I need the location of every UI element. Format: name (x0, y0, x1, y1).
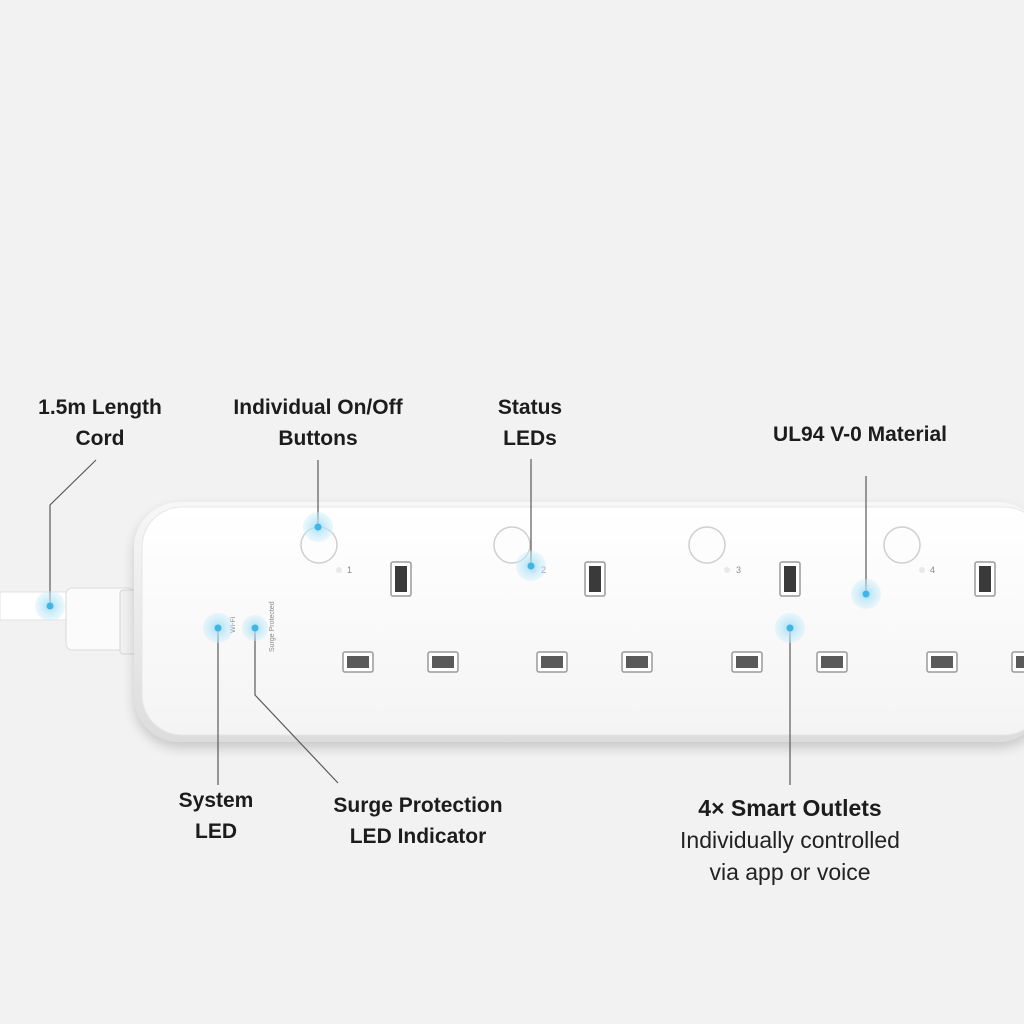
callout-outlets-line2: via app or voice (709, 859, 871, 885)
callout-surge-line1: Surge Protection (333, 794, 503, 817)
callout-cord-line2: Cord (75, 427, 125, 450)
system-led-marker (203, 613, 233, 643)
power-button-2 (493, 526, 531, 564)
power-strip-body (134, 502, 1024, 742)
wifi-label: Wi-Fi (230, 616, 237, 633)
callout-material: UL94 V-0 Material (740, 419, 980, 450)
outlet-number-1: 1 (347, 565, 352, 575)
callout-cord-line1: 1.5m Length (38, 396, 162, 419)
callout-system: System LED (156, 785, 276, 847)
button-marker (303, 512, 333, 542)
callout-buttons: Individual On/Off Buttons (208, 392, 428, 454)
outlet-number-4: 4 (930, 565, 935, 575)
outlets-marker (775, 613, 805, 643)
callout-surge-line2: LED Indicator (349, 825, 487, 848)
callout-outlets: 4× Smart Outlets Individually controlled… (640, 792, 940, 888)
callout-status-line1: Status (497, 396, 563, 419)
callout-material-line1: UL94 V-0 Material (773, 423, 947, 446)
power-cord (0, 587, 143, 655)
outlet-3[interactable] (688, 526, 848, 673)
surge-led-marker (242, 615, 268, 641)
power-button-3 (688, 526, 726, 564)
outlet-2[interactable] (493, 526, 653, 673)
callout-surge: Surge Protection LED Indicator (298, 790, 538, 852)
callout-buttons-line2: Buttons (278, 427, 358, 450)
leader-lines (49, 459, 867, 785)
callout-status: Status LEDs (470, 392, 590, 454)
power-button-4 (883, 526, 921, 564)
cord-marker (35, 591, 65, 621)
callout-buttons-line1: Individual On/Off (233, 396, 403, 419)
callout-status-line2: LEDs (503, 427, 557, 450)
highlight-markers (35, 512, 881, 643)
callout-system-line1: System (178, 789, 254, 812)
outlet-4[interactable] (883, 526, 1024, 673)
status-led-marker (516, 551, 546, 581)
surge-protected-label: Surge Protected (269, 601, 276, 652)
material-marker (851, 579, 881, 609)
outlet-number-3: 3 (736, 565, 741, 575)
callout-outlets-line1: Individually controlled (680, 827, 900, 853)
callout-outlets-title: 4× Smart Outlets (698, 795, 882, 821)
callout-cord: 1.5m Length Cord (20, 392, 180, 454)
callout-system-line2: LED (195, 820, 237, 843)
